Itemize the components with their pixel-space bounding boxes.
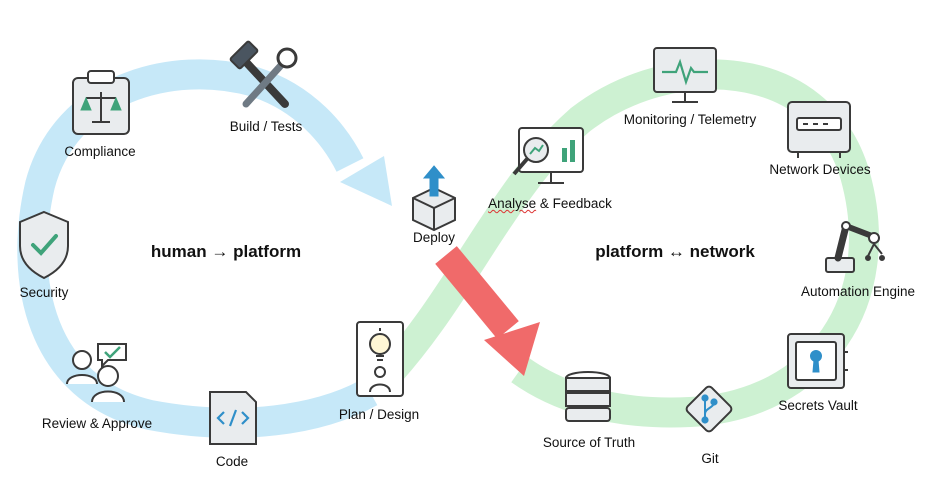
git-label: Git (701, 451, 719, 466)
router-icon (787, 101, 851, 158)
left-loop-arrowhead (340, 156, 392, 206)
git-branch-icon (685, 385, 733, 433)
monitoring-label: Monitoring / Telemetry (623, 112, 757, 127)
code-label: Code (215, 454, 249, 469)
automation-engine-label: Automation Engine (800, 284, 916, 299)
code-file-icon (209, 391, 257, 445)
analyse-feedback-label: Analyse & Feedback (488, 196, 612, 211)
feedback-word: & Feedback (536, 196, 612, 211)
analyse-word: Analyse (488, 196, 537, 211)
right-loop-title: platform ↔ network (595, 242, 755, 261)
robot-arm-icon (825, 221, 885, 273)
box-upload-icon (412, 165, 456, 232)
deploy-label: Deploy (412, 230, 456, 245)
deploy-arrow-shaft (435, 246, 519, 339)
deploy-arrow-head (484, 322, 540, 376)
build-tests-label: Build / Tests (229, 119, 303, 134)
review-approve-label: Review & Approve (41, 416, 153, 431)
network-devices-label: Network Devices (769, 162, 871, 177)
clipboard-scales-icon (72, 70, 130, 135)
left-loop-title: human → platform (150, 242, 302, 261)
source-of-truth-label: Source of Truth (542, 435, 636, 450)
monitor-pulse-icon (653, 47, 717, 103)
hammer-wrench-icon (229, 40, 298, 108)
people-approve-icon (66, 343, 127, 403)
compliance-label: Compliance (64, 144, 136, 159)
secrets-vault-label: Secrets Vault (778, 398, 858, 413)
plan-design-label: Plan / Design (338, 407, 420, 422)
database-icon (565, 371, 611, 422)
lightbulb-person-icon (356, 321, 404, 397)
shield-check-icon (19, 210, 69, 280)
monitor-magnifier-icon (512, 127, 584, 184)
security-label: Security (19, 285, 69, 300)
vault-icon (787, 333, 848, 389)
